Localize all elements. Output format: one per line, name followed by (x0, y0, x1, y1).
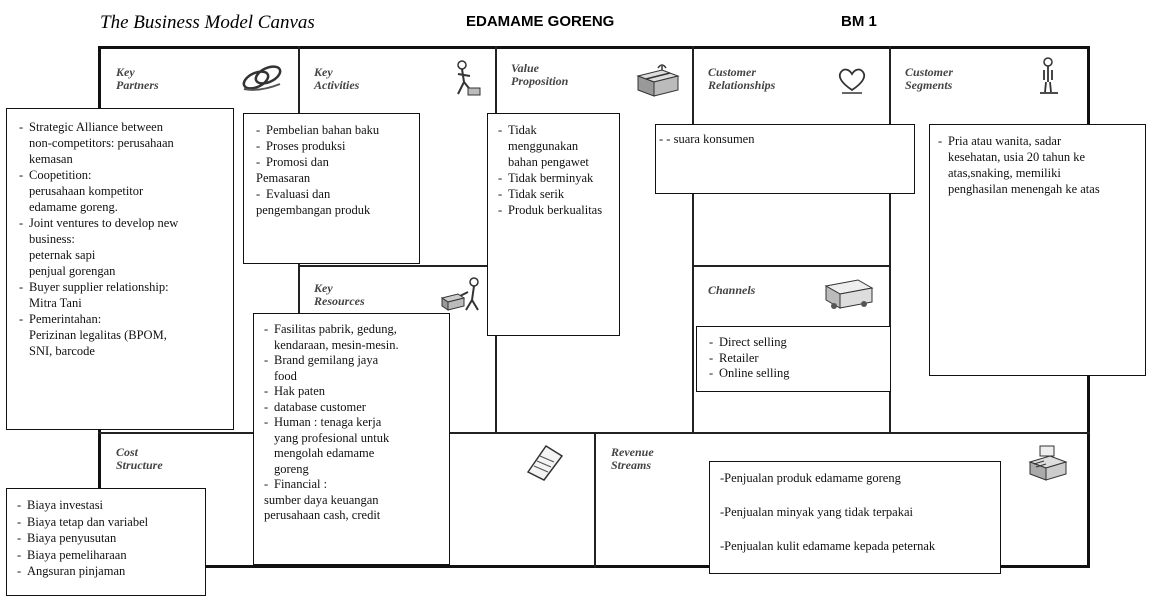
key-partners-item: peternak sapi (29, 248, 96, 262)
gift-box-icon (636, 64, 680, 97)
cost-structure-item: Angsuran pinjaman (17, 563, 201, 580)
key-resources-item: mengolah edamame (274, 446, 375, 460)
key-activities-item: Pembelian bahan baku (256, 122, 415, 138)
key-resources-item: goreng (274, 461, 309, 476)
key-partners-item: Mitra Tani (29, 296, 82, 310)
revenue-streams-item: -Penjualan kulit edamame kepada peternak (720, 539, 936, 553)
key-activities-item: Evaluasi dan (256, 186, 415, 202)
key-resources-item: Hak paten (264, 384, 445, 400)
channels-item: Direct selling (709, 335, 886, 351)
customer-segments-heading: Customer Segments (905, 65, 954, 92)
cost-structure-item: Biaya tetap dan variabel (17, 514, 201, 531)
key-resources-item: perusahaan cash, credit (264, 508, 381, 522)
key-partners-item: kemasan (29, 152, 73, 166)
worker-icon (457, 60, 481, 96)
revenue-streams-heading: Revenue Streams (611, 445, 654, 472)
channels-heading: Channels (708, 283, 756, 297)
key-activities-item: Promosi dan (256, 154, 415, 170)
canvas-title: The Business Model Canvas (100, 12, 315, 33)
cost-structure-box: Biaya investasiBiaya tetap dan variabelB… (6, 488, 206, 596)
key-resources-item: database customer (264, 400, 445, 416)
key-resources-item: kendaraan, mesin-mesin. (274, 337, 399, 352)
forklift-worker-icon (440, 277, 479, 311)
customer-relationships-box: - - suara konsumen (655, 124, 915, 194)
key-resources-item: Fasilitas pabrik, gedung, (264, 322, 445, 338)
key-activities-item: Proses produksi (256, 138, 415, 154)
key-resources-item: Brand gemilang jaya (264, 353, 445, 369)
receipt-icon (526, 444, 564, 481)
customer-segments-item: atas,snaking, memiliki (948, 166, 1061, 180)
value-proposition-item: bahan pengawet (508, 155, 589, 169)
heart-icon (838, 68, 866, 94)
truck-icon (824, 279, 874, 309)
revenue-streams-item: -Penjualan produk edamame goreng (720, 471, 901, 485)
value-proposition-item: menggunakan (508, 139, 579, 153)
channels-item: Online selling (709, 366, 886, 382)
key-activities-item: Pemasaran (256, 171, 311, 185)
key-partners-item: business: (29, 232, 75, 246)
cash-register-icon (1028, 445, 1068, 481)
key-activities-item: pengembangan produk (256, 203, 371, 217)
cost-structure-heading: Cost Structure (116, 445, 163, 472)
divider (692, 46, 694, 432)
cost-structure-item: Biaya investasi (17, 497, 201, 514)
value-proposition-item: Tidak serik (498, 186, 615, 202)
key-resources-item: Financial : (264, 477, 445, 493)
key-partners-item: Coopetition: (19, 167, 227, 183)
channels-item: Retailer (709, 351, 886, 367)
key-resources-item: Human : tenaga kerja (264, 415, 445, 431)
customer-relationships-heading: Customer Relationships (708, 65, 776, 92)
key-partners-box: Strategic Alliance betweennon-competitor… (6, 108, 234, 430)
divider (889, 46, 891, 432)
value-proposition-heading: Value Proposition (511, 61, 569, 88)
divider (594, 432, 596, 568)
key-resources-heading: Key Resources (314, 281, 365, 308)
key-partners-item: edamame goreng. (29, 200, 118, 214)
key-partners-item: non-competitors: perusahaan (29, 136, 174, 150)
customer-segments-item: Pria atau wanita, sadar (938, 133, 1141, 149)
key-partners-item: Joint ventures to develop new (19, 215, 227, 231)
key-partners-item: Buyer supplier relationship: (19, 279, 227, 295)
customer-segments-item: kesehatan, usia 20 tahun ke (948, 150, 1086, 164)
divider (692, 265, 889, 267)
model-code: BM 1 (841, 13, 877, 30)
revenue-streams-item: -Penjualan minyak yang tidak terpakai (720, 505, 913, 519)
revenue-streams-box: -Penjualan produk edamame goreng -Penjual… (709, 461, 1001, 574)
value-proposition-item: Produk berkualitas (498, 202, 615, 218)
chain-links-icon (242, 65, 282, 91)
key-resources-item: food (274, 368, 297, 383)
key-partners-item: Perizinan legalitas (BPOM, (29, 328, 167, 342)
key-resources-item: sumber daya keuangan (264, 492, 379, 507)
key-partners-item: Strategic Alliance between (19, 119, 227, 135)
key-partners-item: Pemerintahan: (19, 311, 227, 327)
key-resources-item: yang profesional untuk (274, 430, 390, 445)
key-partners-item: perusahaan kompetitor (29, 184, 144, 198)
key-activities-box: Pembelian bahan bakuProses produksiPromo… (243, 113, 420, 264)
customer-segments-item: penghasilan menengah ke atas (948, 182, 1100, 196)
key-resources-box: Fasilitas pabrik, gedung,kendaraan, mesi… (253, 313, 450, 565)
person-icon (1040, 57, 1058, 94)
customer-relationships-text: - - suara konsumen (659, 132, 755, 146)
cost-structure-item: Biaya penyusutan (17, 530, 201, 547)
key-partners-item: SNI, barcode (29, 344, 95, 358)
value-proposition-item: Tidak (498, 122, 615, 138)
key-partners-item: penjual gorengan (29, 264, 116, 278)
value-proposition-item: Tidak berminyak (498, 170, 615, 186)
business-name: EDAMAME GORENG (466, 13, 615, 30)
key-partners-heading: Key Partners (116, 65, 159, 92)
key-activities-heading: Key Activities (314, 65, 360, 92)
channels-box: Direct sellingRetailerOnline selling (696, 326, 891, 392)
cost-structure-item: Biaya pemeliharaan (17, 547, 201, 564)
divider (298, 265, 495, 267)
